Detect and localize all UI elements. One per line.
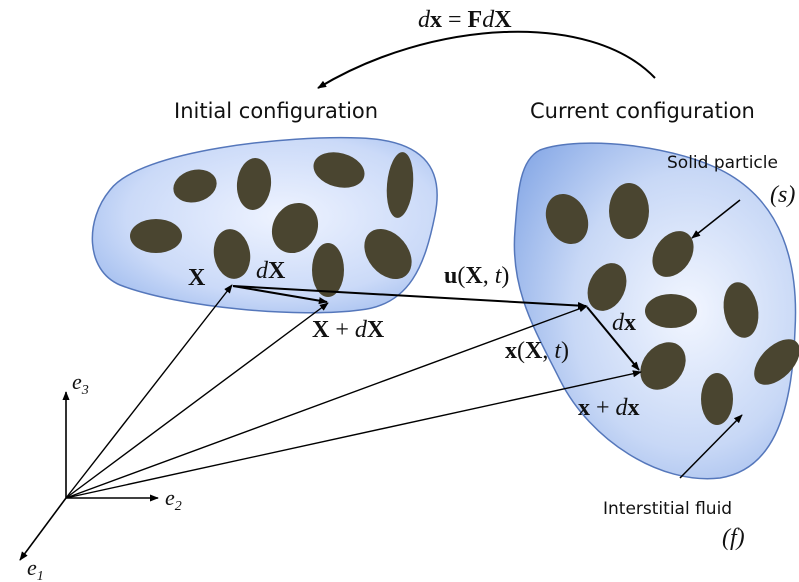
solid-particle [640, 342, 686, 390]
initial-particles [130, 152, 414, 297]
solid-particle [130, 219, 182, 253]
e1-axis [19, 497, 67, 561]
solid-particle [173, 169, 217, 203]
position-vectors [65, 284, 642, 499]
solid-particle [652, 231, 694, 277]
point-X-label: X [188, 265, 206, 291]
solid-particle-pointer [691, 199, 741, 239]
interstitial-fluid-symbol: (f) [722, 525, 745, 551]
interstitial-fluid-pointer [679, 414, 743, 479]
e2-label: e2 [165, 485, 182, 514]
solid-particle [271, 202, 319, 254]
solid-particle [313, 152, 365, 188]
solid-particle [609, 183, 649, 239]
current-particles [545, 183, 799, 425]
solid-particle [213, 229, 251, 279]
solid-particle [312, 243, 344, 297]
dX-vector [232, 285, 328, 305]
position-vector-X [65, 284, 233, 499]
position-x-label: x(X, t) [505, 338, 569, 364]
interstitial-fluid-label: Interstitial fluid [603, 499, 732, 519]
solid-particle [645, 294, 697, 328]
displacement-vector [232, 285, 587, 310]
displacement-label: u(X, t) [444, 263, 509, 289]
current-configuration-label: Current configuration [530, 99, 755, 123]
solid-particle [236, 158, 272, 210]
mapping-arrow [317, 30, 656, 89]
dx-label: dx [612, 310, 636, 336]
solid-particle-symbol: (s) [770, 182, 795, 208]
solid-particle [364, 228, 412, 280]
solid-particle [723, 282, 759, 338]
solid-particle-label: Solid particle [667, 153, 778, 173]
X-plus-dX-label: X + dX [312, 317, 385, 343]
position-vector-X-plus-dX [65, 302, 329, 499]
position-vector-x [65, 305, 588, 499]
dX-label: dX [256, 258, 286, 284]
solid-particle [386, 152, 414, 218]
dx-vector [586, 306, 640, 371]
initial-configuration-label: Initial configuration [174, 99, 378, 123]
x-plus-dx-label: x + dx [578, 395, 640, 421]
solid-particle [701, 373, 733, 425]
solid-particle [587, 263, 627, 311]
solid-particle [754, 339, 799, 385]
e1-label: e1 [27, 555, 44, 582]
deformation-gradient-equation: dx = FdX [418, 7, 512, 33]
coordinate-axes [19, 391, 159, 561]
solid-particle [545, 193, 589, 245]
position-vector-x-plus-dx [65, 370, 642, 499]
e3-label: e3 [72, 369, 89, 398]
